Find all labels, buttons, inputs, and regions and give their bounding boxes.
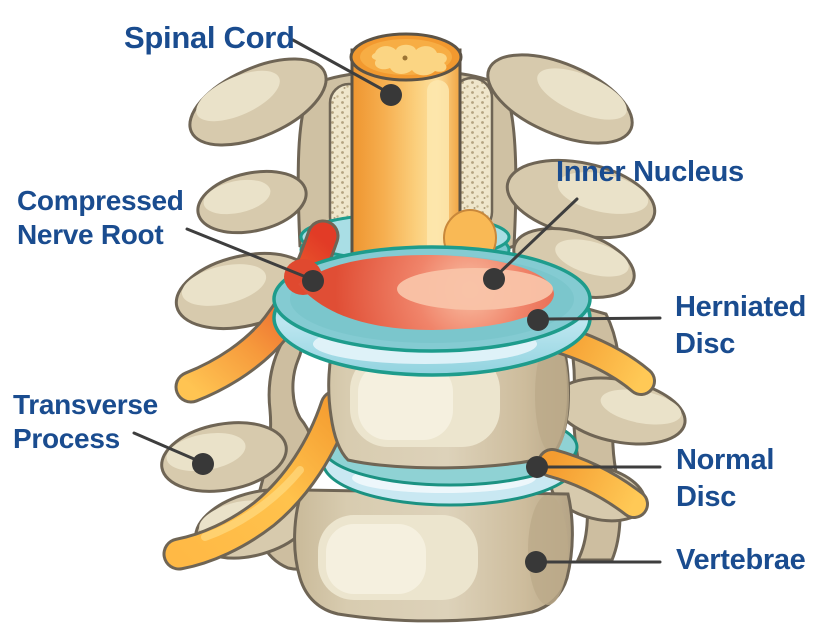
leader-dot-spinal-cord — [380, 84, 402, 106]
label-line: Herniated — [675, 291, 807, 323]
leader-dots — [192, 84, 549, 573]
gray-matter-butterfly — [371, 44, 447, 76]
leader-line-spinal-cord — [291, 38, 391, 95]
leader-dot-vertebrae — [525, 551, 547, 573]
leader-dot-compressed-nerve-root — [302, 270, 324, 292]
bottom-vertebra-shape — [293, 488, 574, 623]
label-normal-disc: Normal Disc — [676, 442, 774, 516]
label-line: Disc — [675, 328, 736, 360]
leader-line-inner-nucleus — [493, 197, 579, 279]
leader-dot-transverse-process — [192, 453, 214, 475]
label-transverse-process: Transverse Process — [13, 388, 158, 456]
mid-left-wing — [196, 169, 308, 235]
label-herniated-disc: Herniated Disc — [675, 289, 806, 363]
label-spinal-cord: Spinal Cord — [124, 21, 295, 55]
label-line: Normal — [676, 444, 775, 476]
leader-dot-inner-nucleus — [483, 268, 505, 290]
leader-line-compressed-nerve-root — [185, 227, 313, 281]
label-line: Transverse — [13, 389, 158, 420]
leader-dot-herniated-disc — [527, 309, 549, 331]
label-inner-nucleus: Inner Nucleus — [556, 156, 744, 189]
leader-line-herniated-disc — [547, 316, 662, 321]
upper-right-wing — [486, 53, 634, 145]
leader-lines — [132, 38, 662, 564]
leader-dot-normal-disc — [526, 456, 548, 478]
label-line: Disc — [676, 481, 737, 513]
label-line: Compressed — [17, 185, 184, 216]
transverse-process-shape — [160, 421, 288, 493]
label-line: Process — [13, 423, 120, 454]
label-vertebrae: Vertebrae — [676, 544, 806, 577]
label-compressed-nerve-root: Compressed Nerve Root — [17, 184, 184, 252]
upper-left-wing — [188, 57, 328, 147]
leader-line-transverse-process — [132, 431, 203, 464]
label-line: Spinal Cord — [124, 20, 295, 55]
label-line: Vertebrae — [676, 544, 806, 576]
label-line: Inner Nucleus — [556, 156, 744, 188]
label-line: Nerve Root — [17, 219, 164, 250]
spinal-cord-shape — [349, 32, 463, 288]
left-lower-nerve-root — [162, 389, 353, 571]
